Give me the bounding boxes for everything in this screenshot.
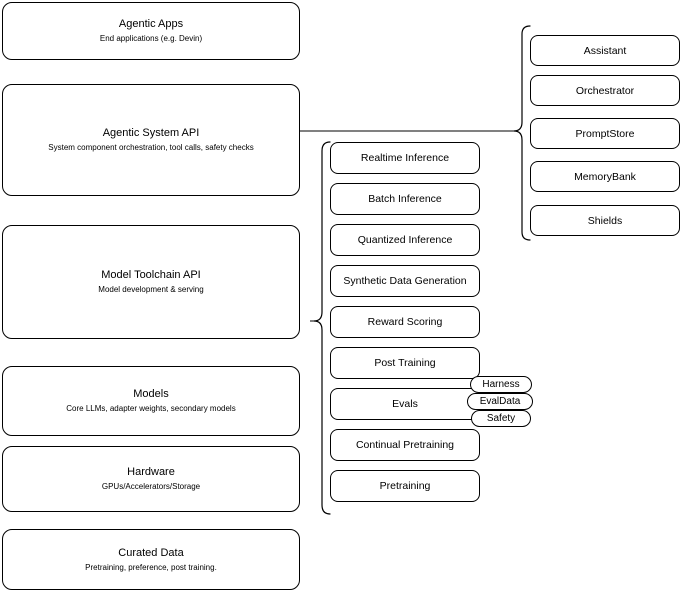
layer-box-agentic-apps[interactable]: Agentic Apps End applications (e.g. Devi… [2, 2, 300, 60]
toolchain-box-continual-pretraining[interactable]: Continual Pretraining [330, 429, 480, 461]
toolchain-box-reward-scoring[interactable]: Reward Scoring [330, 306, 480, 338]
toolchain-box-realtime-inference[interactable]: Realtime Inference [330, 142, 480, 174]
system-box-promptstore[interactable]: PromptStore [530, 118, 680, 149]
toolchain-label: Evals [392, 398, 418, 410]
eval-badge-harness[interactable]: Harness [470, 376, 532, 393]
toolchain-box-synthetic-data-generation[interactable]: Synthetic Data Generation [330, 265, 480, 297]
system-label: Shields [587, 214, 623, 227]
system-box-assistant[interactable]: Assistant [530, 35, 680, 66]
toolchain-label: Quantized Inference [357, 234, 453, 246]
toolchain-label: Batch Inference [368, 193, 442, 205]
toolchain-label: Pretraining [379, 480, 431, 492]
system-label: Assistant [583, 44, 627, 57]
system-label: MemoryBank [574, 170, 636, 183]
layer-title: Curated Data [118, 546, 184, 559]
toolchain-box-evals[interactable]: Evals [330, 388, 480, 420]
toolchain-label: Synthetic Data Generation [343, 275, 467, 287]
layer-title: Models [133, 388, 169, 400]
layer-subtitle: GPUs/Accelerators/Storage [101, 482, 201, 491]
layer-subtitle: Model development & serving [98, 285, 204, 294]
eval-badge-label: EvalData [479, 396, 521, 407]
connector-system-api-to-components [300, 130, 513, 132]
toolchain-label: Reward Scoring [367, 316, 443, 328]
layer-title: Agentic System API [102, 127, 200, 139]
layer-title: Model Toolchain API [101, 269, 201, 281]
layer-box-model-toolchain-api[interactable]: Model Toolchain API Model development & … [2, 225, 300, 339]
toolchain-label: Post Training [374, 357, 436, 369]
system-box-shields[interactable]: Shields [530, 205, 680, 236]
eval-badge-label: Safety [486, 413, 516, 424]
layer-box-models[interactable]: Models Core LLMs, adapter weights, secon… [2, 366, 300, 436]
toolchain-label: Continual Pretraining [355, 439, 455, 451]
layer-subtitle: Core LLMs, adapter weights, secondary mo… [66, 404, 236, 413]
system-label: Orchestrator [575, 84, 635, 97]
layer-box-agentic-system-api[interactable]: Agentic System API System component orch… [2, 84, 300, 196]
layer-subtitle: End applications (e.g. Devin) [99, 34, 203, 43]
system-label: PromptStore [575, 127, 635, 140]
layer-title: Hardware [127, 466, 175, 478]
toolchain-box-pretraining[interactable]: Pretraining [330, 470, 480, 502]
toolchain-label: Realtime Inference [360, 152, 450, 164]
layer-box-hardware[interactable]: Hardware GPUs/Accelerators/Storage [2, 446, 300, 512]
brace-system-components [506, 25, 531, 241]
layer-subtitle: Pretraining, preference, post training. [85, 562, 217, 572]
eval-badge-label: Harness [482, 379, 520, 390]
toolchain-box-quantized-inference[interactable]: Quantized Inference [330, 224, 480, 256]
toolchain-box-post-training[interactable]: Post Training [330, 347, 480, 379]
system-box-orchestrator[interactable]: Orchestrator [530, 75, 680, 106]
layer-box-curated-data[interactable]: Curated Data Pretraining, preference, po… [2, 529, 300, 590]
eval-badge-evaldata[interactable]: EvalData [467, 393, 533, 410]
system-box-memorybank[interactable]: MemoryBank [530, 161, 680, 192]
layer-subtitle: System component orchestration, tool cal… [48, 143, 254, 152]
toolchain-box-batch-inference[interactable]: Batch Inference [330, 183, 480, 215]
eval-badge-safety[interactable]: Safety [471, 410, 531, 427]
layer-title: Agentic Apps [118, 18, 184, 30]
